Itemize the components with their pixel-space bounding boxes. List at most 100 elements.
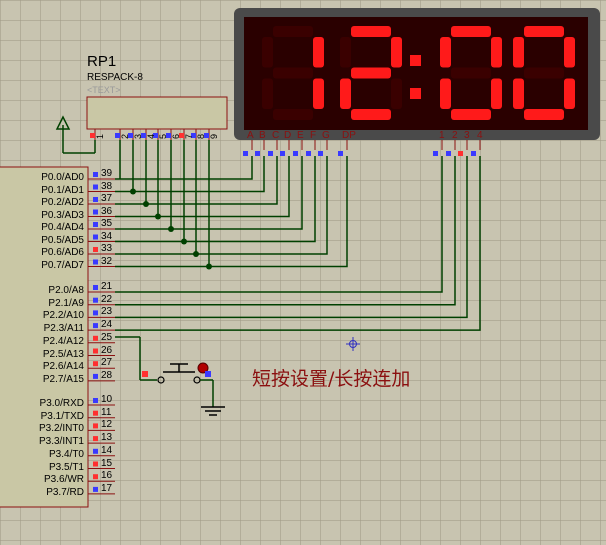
push-button[interactable] <box>115 336 214 407</box>
power-terminal[interactable] <box>55 115 96 154</box>
mcu-pin-marker <box>93 335 98 341</box>
resistor-pack-rp1[interactable] <box>86 96 228 140</box>
junction <box>155 213 161 220</box>
mcu-pin-number-13: 13 <box>101 432 113 444</box>
wire <box>115 156 265 193</box>
mcu-pin-marker <box>93 423 98 429</box>
ground-icon[interactable] <box>201 406 225 416</box>
rp1-body <box>86 96 228 130</box>
digit-2 <box>340 26 402 120</box>
segment-d <box>524 109 564 120</box>
mcu-pin-label-p2-6: P2.6/A14 <box>42 361 84 373</box>
digit-4 <box>513 26 575 120</box>
rp1-pin-marker <box>90 133 95 138</box>
mcu-pin-label-p3-2: P3.2/INT0 <box>38 423 84 435</box>
digit-pin-marker <box>471 151 476 156</box>
wire <box>115 156 253 180</box>
mcu-pin-number-21: 21 <box>101 281 113 292</box>
rp1-pin-number-3: 3 <box>133 133 143 139</box>
display-digits <box>262 26 575 120</box>
segment-g <box>273 67 313 79</box>
segment-pin-label-c: C <box>272 130 280 141</box>
segment-d <box>451 109 491 120</box>
mcu-pin-label-p3-1: P3.1/TXD <box>40 410 84 422</box>
segment-c <box>391 78 402 109</box>
mcu-pin-number-33: 33 <box>101 243 113 254</box>
segment-a <box>524 26 564 37</box>
mcu-pin-label-p3-0: P3.0/RXD <box>39 398 84 409</box>
mcu-pin-marker <box>93 209 98 215</box>
mcu-pin-label-p3-3: P3.3/INT1 <box>38 436 84 448</box>
mcu-8051[interactable] <box>0 166 115 508</box>
segment-pin-marker <box>306 151 311 156</box>
mcu-pin-marker <box>93 348 98 354</box>
segment-c <box>313 78 324 109</box>
mcu-pin-number-16: 16 <box>101 470 113 482</box>
digit-pin-marker <box>433 151 438 156</box>
segment-e <box>262 78 273 109</box>
segment-pin-marker <box>243 151 248 156</box>
mcu-pin-label-p3-6: P3.6/WR <box>43 474 84 486</box>
mcu-pin-marker <box>93 448 98 454</box>
mcu-pin-number-15: 15 <box>101 457 113 469</box>
button-contact <box>157 376 165 384</box>
digit-pin-label-3: 3 <box>464 130 470 141</box>
segment-b <box>391 37 402 68</box>
rp1-pin-marker <box>141 133 146 138</box>
mcu-pin-number-34: 34 <box>101 230 113 242</box>
digit-pin-label-1: 1 <box>439 130 445 141</box>
wire <box>115 156 443 293</box>
mcu-pin-marker <box>93 398 98 403</box>
rp1-pin-marker <box>179 133 184 138</box>
mcu-pin-marker <box>93 410 98 416</box>
mcu-pin-label-p0-1: P0.1/AD1 <box>41 184 84 196</box>
colon-dot-bottom <box>410 88 421 99</box>
button-pin-a <box>142 371 148 377</box>
segment-b <box>313 37 324 68</box>
mcu-pin-marker <box>93 222 98 227</box>
button-annotation: 短按设置/长按连加 <box>252 368 411 390</box>
segment-f <box>513 37 524 68</box>
rp1-pin-marker <box>128 133 133 138</box>
digit-3 <box>440 26 502 120</box>
mcu-pin-number-22: 22 <box>101 293 113 305</box>
mcu-pin-number-14: 14 <box>101 444 113 456</box>
mcu-pin-number-28: 28 <box>101 369 113 381</box>
mcu-pin-label-p2-1: P2.1/A9 <box>48 297 84 309</box>
mcu-pin-marker <box>93 323 98 329</box>
mcu-pin-marker <box>93 297 98 303</box>
digit-1 <box>262 26 324 120</box>
mcu-pin-number-32: 32 <box>101 255 113 267</box>
rp1-pin-number-5: 5 <box>158 133 168 139</box>
mcu-pin-label-p2-2: P2.2/A10 <box>42 310 84 322</box>
rp1-pin-number-4: 4 <box>146 133 156 139</box>
mcu-pin-marker <box>93 247 98 252</box>
segment-pin-label-a: A <box>247 130 254 141</box>
segment-a <box>351 26 391 37</box>
mcu-pin-marker <box>93 285 98 290</box>
segment-pin-label-f: F <box>310 130 317 141</box>
segment-g <box>451 67 491 79</box>
mcu-pin-marker <box>93 373 98 379</box>
segment-pin-marker <box>280 151 285 156</box>
mcu-pin-label-p2-7: P2.7/A15 <box>42 373 84 385</box>
mcu-pin-marker <box>93 184 98 190</box>
mcu-pin-label-p0-4: P0.4/AD4 <box>41 222 84 233</box>
mcu-pin-number-17: 17 <box>101 482 113 494</box>
button-state-indicator[interactable] <box>197 362 209 374</box>
mcu-pin-marker <box>93 234 98 240</box>
digit-pin-marker <box>446 151 451 156</box>
segment-pin-marker <box>318 151 323 156</box>
wire <box>115 156 481 331</box>
mcu-pin-number-12: 12 <box>101 419 113 431</box>
mcu-pin-marker <box>93 172 98 177</box>
digit-pin-marker <box>458 151 463 156</box>
rp1-pin-marker <box>153 133 158 138</box>
mcu-pins <box>88 172 115 495</box>
digit-pin-label-2: 2 <box>452 130 458 141</box>
crosshair-marker-icon[interactable] <box>346 337 360 351</box>
seven-segment-display[interactable] <box>234 8 600 156</box>
segment-d <box>273 109 313 120</box>
segment-e <box>440 78 451 109</box>
mcu-pin-label-p0-6: P0.6/AD6 <box>41 247 84 258</box>
